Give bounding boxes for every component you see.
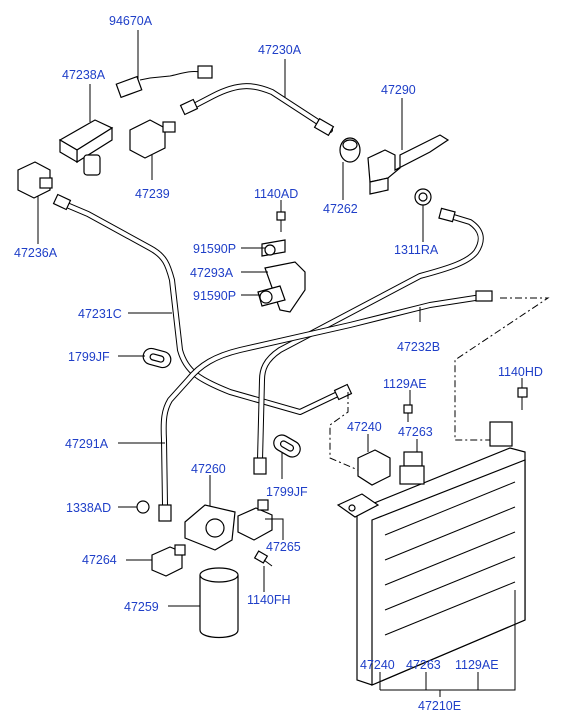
label-47210E[interactable]: 47210E [418,699,462,713]
connector-47238A [58,119,114,176]
ref-line-fitting [329,392,359,471]
pipe-47232B [253,207,484,475]
sensor-94670A [115,65,213,99]
label-1129AE-a[interactable]: 1129AE [383,377,427,391]
label-1311RA[interactable]: 1311RA [394,243,439,257]
fitting-47236A [17,161,53,199]
condenser-47210E [336,421,526,686]
label-1140HD[interactable]: 1140HD [498,365,543,379]
ref-line-hose [454,297,550,441]
label-47264[interactable]: 47264 [82,553,117,567]
label-47290[interactable]: 47290 [381,83,416,97]
label-47240-b[interactable]: 47240 [360,658,395,672]
label-91590P-a[interactable]: 91590P [193,242,237,256]
label-47262[interactable]: 47262 [323,202,358,216]
label-1799JF-b[interactable]: 1799JF [266,485,308,499]
label-47291A[interactable]: 47291A [65,437,109,451]
label-94670A[interactable]: 94670A [109,14,153,28]
switch-47263 [399,451,425,485]
fitting-47264 [151,544,186,577]
grommet-1799JF-a [142,347,172,369]
label-47236A[interactable]: 47236A [14,246,58,260]
pipe-47232B-upper [158,290,493,522]
label-47239[interactable]: 47239 [135,187,170,201]
bolt-1129AE [403,404,413,422]
pipe-47231C [52,193,353,415]
clamp-47293A [264,261,306,313]
fitting-47265 [237,499,273,541]
label-47263-b[interactable]: 47263 [406,658,441,672]
cap-47262 [339,137,361,163]
label-1129AE-b[interactable]: 1129AE [455,658,499,672]
label-47259[interactable]: 47259 [124,600,159,614]
pipe-47230A [179,83,335,137]
bolt-1140AD [276,211,286,232]
fitting-47239 [129,119,176,159]
bracket-47260 [184,504,236,551]
clip-91590P-b [257,285,286,307]
bolt-1140FH [253,550,273,567]
label-47232B[interactable]: 47232B [397,340,441,354]
label-47230A[interactable]: 47230A [258,43,302,57]
nut-1311RA [414,188,432,206]
label-47260[interactable]: 47260 [191,462,226,476]
label-47238A[interactable]: 47238A [62,68,106,82]
label-1140AD[interactable]: 1140AD [254,187,299,201]
label-47293A[interactable]: 47293A [190,266,234,280]
grommet-1799JF-b [273,434,301,458]
clip-91590P-a [261,239,286,257]
label-47265[interactable]: 47265 [266,540,301,554]
label-47263-a[interactable]: 47263 [398,425,433,439]
fitting-47240 [357,449,391,486]
label-47240-a[interactable]: 47240 [347,420,382,434]
label-1799JF-a[interactable]: 1799JF [68,350,110,364]
label-91590P-b[interactable]: 91590P [193,289,237,303]
leader-lines [37,30,523,697]
bolt-1140HD [517,387,528,410]
label-1338AD[interactable]: 1338AD [66,501,112,515]
drier-47259 [199,567,239,639]
label-47231C[interactable]: 47231C [78,307,122,321]
label-1140FH[interactable]: 1140FH [247,593,291,607]
nut-1338AD [136,500,150,514]
bracket-47290 [367,134,450,195]
